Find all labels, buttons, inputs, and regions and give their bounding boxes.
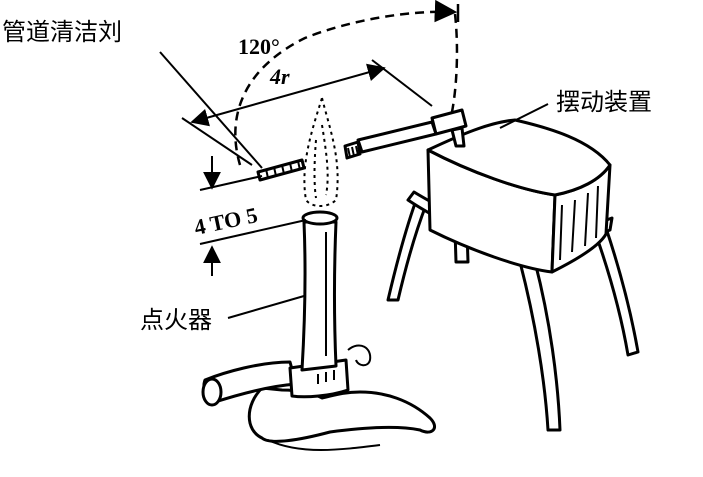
distance-ext-right: [371, 59, 433, 107]
arm-tube: [356, 120, 438, 154]
gap-ref-top: [199, 175, 263, 191]
stool-leg-left: [386, 193, 428, 302]
gap-dimension: [199, 156, 307, 276]
swing-device-leader: [499, 103, 549, 129]
swing-box-top: [426, 118, 612, 197]
flame: [303, 94, 339, 207]
swing-box-shading: [559, 185, 599, 261]
cleaner-sample: [256, 158, 306, 182]
gas-hose-end: [201, 377, 223, 407]
igniter-label: 点火器: [140, 306, 212, 334]
distance-label: 4r: [269, 64, 290, 89]
cleaner-rod: [256, 158, 306, 182]
burner-base: [247, 386, 436, 443]
swing-device-label: 摆动装置: [556, 88, 652, 116]
gap-label: 4 TO 5: [192, 202, 260, 240]
burner-collar-holes: [317, 370, 335, 384]
swing-angle-marker: [234, 0, 460, 166]
angle-label: 120°: [238, 34, 280, 59]
swing-device: [386, 118, 640, 432]
burner: [201, 210, 436, 451]
gap-ref-bottom: [199, 219, 307, 245]
burner-base-curl: [347, 344, 372, 367]
flame-inner: [313, 124, 329, 199]
distance-arrow: [190, 63, 386, 127]
swing-axis-line: [450, 13, 459, 113]
burner-mouth: [301, 210, 339, 226]
distance-ext-left: [181, 117, 253, 166]
flame-outline: [303, 94, 339, 207]
stool-leg-right: [593, 226, 640, 357]
burner-base-edge: [267, 439, 381, 451]
igniter-leader: [227, 295, 305, 319]
cleaner-arm: [343, 108, 468, 160]
cleaner-leader: [159, 51, 263, 169]
arm-nozzle-hatch: [347, 145, 359, 158]
cleaner-rod-hatch: [265, 160, 301, 179]
arm-pivot-post: [450, 126, 466, 148]
distance-dimension: [181, 59, 433, 166]
stool-leg-front: [518, 260, 562, 432]
cleaner-label: 管道清洁刘: [2, 18, 122, 46]
burner-tube: [300, 220, 338, 372]
